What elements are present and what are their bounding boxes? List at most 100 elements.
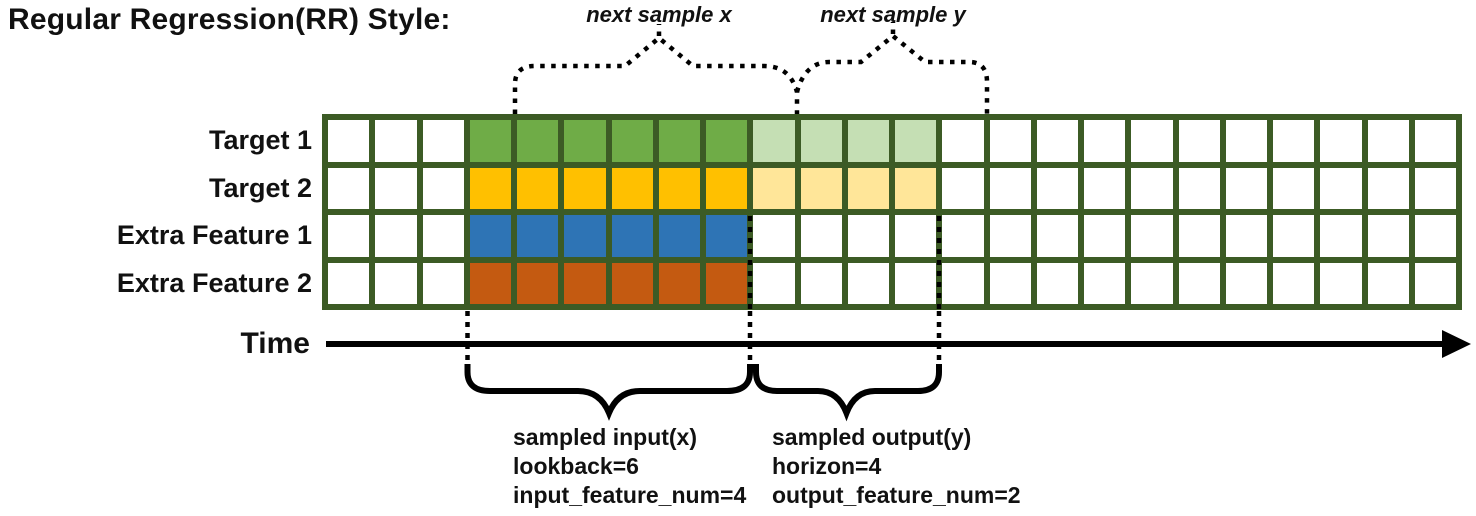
grid-cell — [1036, 262, 1078, 304]
grid-cell — [469, 215, 511, 257]
input-feature-num: input_feature_num=4 — [513, 482, 747, 508]
sampled-output-title: sampled output(y) — [772, 424, 972, 450]
grid-cell — [611, 167, 653, 209]
grid-cell — [1414, 167, 1456, 209]
grid-cell — [1178, 167, 1220, 209]
grid-cell — [1273, 167, 1315, 209]
grid-cell — [611, 215, 653, 257]
diagram-title: Regular Regression(RR) Style: — [8, 3, 451, 36]
grid-cell — [1036, 215, 1078, 257]
grid-cell — [564, 215, 606, 257]
grid-cell — [942, 120, 984, 162]
grid-cell — [706, 215, 748, 257]
grid-cell — [1367, 262, 1409, 304]
grid-cell — [1320, 262, 1362, 304]
grid-cell — [800, 167, 842, 209]
grid-cell — [895, 120, 937, 162]
grid-cell — [800, 262, 842, 304]
grid-cell — [658, 262, 700, 304]
output-feature-num: output_feature_num=2 — [772, 482, 1021, 508]
grid-cell — [375, 167, 417, 209]
grid-cell — [1036, 167, 1078, 209]
grid-cell — [800, 120, 842, 162]
grid-cell — [375, 120, 417, 162]
grid-cell — [942, 167, 984, 209]
grid-cell — [1084, 262, 1126, 304]
grid-cell — [847, 262, 889, 304]
grid-cell — [847, 120, 889, 162]
grid-cell — [1414, 262, 1456, 304]
grid-cell — [753, 215, 795, 257]
grid-cell — [469, 120, 511, 162]
sampled-output-brace — [753, 364, 942, 422]
grid-cell — [1036, 120, 1078, 162]
grid-cell — [1273, 262, 1315, 304]
grid-cell — [375, 262, 417, 304]
row-label-target-2: Target 2 — [208, 172, 312, 203]
grid-cell — [1320, 167, 1362, 209]
grid-cell — [611, 262, 653, 304]
grid-cell — [564, 120, 606, 162]
grid-cell — [1084, 120, 1126, 162]
next-sample-x-brace — [512, 35, 800, 114]
grid-cell — [517, 167, 559, 209]
grid-cell — [847, 167, 889, 209]
grid-cell — [422, 167, 464, 209]
grid-cell — [564, 167, 606, 209]
grid-cell — [658, 167, 700, 209]
sample-grid — [322, 114, 1462, 310]
grid-cell — [1225, 215, 1267, 257]
grid-cell — [658, 120, 700, 162]
grid-cell — [1084, 215, 1126, 257]
grid-cell — [989, 167, 1031, 209]
grid-cell — [1178, 262, 1220, 304]
grid-cell — [328, 120, 370, 162]
next-sample-x-label: next sample x — [586, 2, 732, 27]
grid-cell — [942, 262, 984, 304]
sampled-output-note: sampled output(y) horizon=4 output_featu… — [772, 423, 1021, 510]
grid-cell — [1084, 167, 1126, 209]
grid-cell — [1131, 167, 1173, 209]
grid-cell — [422, 215, 464, 257]
time-arrowhead — [1442, 330, 1471, 358]
grid-cell — [1178, 215, 1220, 257]
grid-cell — [517, 215, 559, 257]
grid-cell — [1320, 120, 1362, 162]
next-sample-y-brace — [794, 33, 990, 114]
grid-cell — [989, 262, 1031, 304]
grid-cell — [564, 262, 606, 304]
grid-cell — [1367, 215, 1409, 257]
grid-cell — [706, 262, 748, 304]
grid-cell — [706, 120, 748, 162]
grid-cell — [989, 215, 1031, 257]
grid-cell — [800, 215, 842, 257]
grid-cell — [469, 167, 511, 209]
grid-cell — [611, 120, 653, 162]
grid-cell — [895, 215, 937, 257]
grid-cell — [1367, 120, 1409, 162]
grid-cell — [989, 120, 1031, 162]
sampled-input-brace — [464, 364, 753, 421]
grid-cell — [1414, 215, 1456, 257]
lookback-value: lookback=6 — [513, 453, 639, 479]
sampled-input-title: sampled input(x) — [513, 424, 698, 450]
grid-cell — [517, 120, 559, 162]
row-label-extra-feature-1: Extra Feature 1 — [116, 220, 312, 251]
grid-cell — [895, 167, 937, 209]
grid-cell — [753, 120, 795, 162]
grid-cell — [469, 262, 511, 304]
row-labels: Target 1 Target 2 Extra Feature 1 Extra … — [0, 114, 312, 310]
sampled-input-note: sampled input(x) lookback=6 input_featur… — [513, 423, 746, 510]
grid-cell — [1131, 215, 1173, 257]
grid-cell — [1225, 262, 1267, 304]
grid-cell — [847, 215, 889, 257]
grid-cell — [422, 262, 464, 304]
grid-cell — [328, 167, 370, 209]
grid-cell — [1225, 120, 1267, 162]
time-axis-label: Time — [240, 327, 310, 360]
grid-cell — [328, 262, 370, 304]
grid-cell — [1131, 262, 1173, 304]
grid-cell — [422, 120, 464, 162]
row-label-extra-feature-2: Extra Feature 2 — [116, 267, 312, 298]
grid-cell — [1225, 167, 1267, 209]
